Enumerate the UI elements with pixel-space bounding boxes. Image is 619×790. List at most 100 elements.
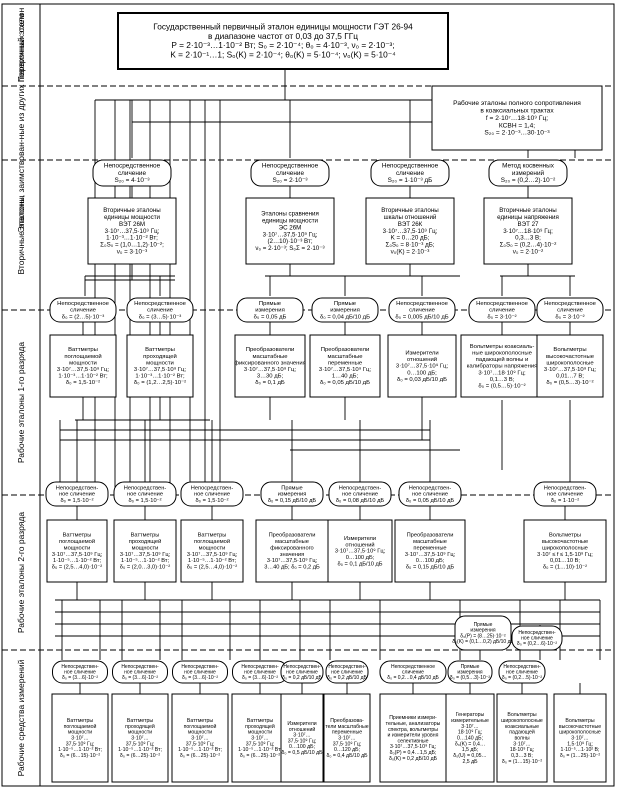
instr-method-7-line: измерения — [457, 669, 482, 675]
secondary-standard-2-line: Вторичные эталоны — [381, 207, 439, 214]
instr-box-5-line: δ₀ = 0,4 дБ/10 дБ — [326, 753, 368, 759]
section-label-instr: Рабочие средства измерений — [16, 659, 26, 776]
instr-method-3-line: ное сличение — [244, 669, 276, 675]
work2-method-1-line: Непосредствен- — [124, 485, 167, 491]
instr-box-2-line: поглощаемой — [184, 723, 217, 730]
instr-method-7-line: δ₀ = (0,5…3)·10⁻² — [450, 675, 490, 681]
work2-method-0-line: Непосредствен- — [56, 485, 99, 491]
instr-box-3-line: 3·10⁷… — [251, 736, 268, 742]
instr-box-2-line: 3·10⁷… — [191, 736, 208, 742]
work2-standard-5: Преобразователимасштабныепеременные3·10⁷… — [394, 519, 466, 583]
secondary-standard-3-frame — [483, 197, 573, 265]
section-label-work1: Рабочие эталоны 1-го разряда — [16, 342, 26, 463]
work2-standard-5-line: переменные — [413, 545, 446, 551]
instr-box-8-line: Вольтметры — [507, 712, 536, 718]
instr-box-8-line: падающей — [509, 729, 535, 736]
secondary-method-2-frame — [370, 159, 450, 187]
instr-box-5: Преобразова-тели масштабныепеременные3·1… — [323, 693, 371, 783]
work2-standard-4-line: 0…100 дБ; — [346, 555, 375, 561]
secondary-method-2-line: Непосредственное — [382, 163, 439, 170]
secondary-method-0-frame — [92, 159, 172, 187]
secondary-method-3-frame — [488, 159, 568, 187]
work2-method-3-line: δ₀ = 0,15 дБ/10 дБ — [268, 498, 317, 504]
secondary-standard-3-line: Σ₀S₀ = (0,2…4)·10⁻² — [500, 242, 557, 249]
work2-method-2-line: ное сличение — [194, 492, 230, 498]
instr-method-4-line: δ₀ = 0,2 дБ/10 дБ — [282, 675, 322, 681]
work1-standard-5: Вольтметры коаксиаль-ные широкополосныеп… — [460, 334, 544, 398]
derived-standard-box-line: S₂₀ = 2·10⁻³…30·10⁻³ — [484, 130, 550, 137]
work2-standard-2-line: Ваттметры — [198, 533, 227, 539]
secondary-method-3-line: измерений — [512, 169, 545, 177]
work1-standard-6: Вольтметрывысокочастотныеширокополосные3… — [536, 334, 604, 398]
instr-method-1-frame — [112, 660, 168, 684]
instr-box-6-line: селективные — [397, 738, 428, 744]
instr-box-6-line: тельные, анализаторы — [386, 721, 441, 727]
instr-method-5-frame — [325, 660, 369, 684]
work1-method-6-line: δ₀ = 3·10⁻² — [555, 314, 584, 320]
instr-method-7-frame — [447, 660, 493, 684]
work1-standard-0-frame — [49, 334, 117, 398]
work1-standard-0-line: Ваттметры — [68, 347, 98, 353]
work1-standard-5-frame — [460, 334, 544, 398]
section-label-primary: Первичный эталон — [16, 8, 26, 83]
work1-standard-0: Ваттметрыпоглощаемоймощности3·10⁷…37,5·1… — [49, 334, 117, 398]
primary-standard-box-line: Государственный первичный эталон единицы… — [153, 21, 413, 31]
work1-standard-3-line: 3·10⁷…37,5·10⁹ Гц; — [319, 366, 372, 373]
work2-standard-4-line: отношений — [345, 541, 374, 548]
instr-box-6-line: δ₀(P) = 0,4…1,5 дБ; — [390, 750, 437, 756]
work2-method-6-line: ное сличение — [547, 492, 583, 498]
work1-standard-5-line: 3·10⁷…18·10⁹ Гц; — [478, 369, 526, 376]
instr-box-8-line: волны — [514, 736, 529, 742]
work1-method-1-line: Непосредственное — [134, 301, 187, 307]
instr-method-8-frame — [498, 660, 546, 684]
work2-standard-6-line: высокочастотные — [542, 539, 588, 545]
work1-method-1-line: δ₀ = (3…5)·10⁻³ — [139, 314, 181, 320]
instr-box-9-line: широкополосные — [559, 730, 601, 736]
secondary-standard-2-line: K = 0…20 дБ; — [391, 235, 430, 242]
work1-standard-3-line: переменные — [328, 360, 363, 366]
instr-box-8-line: δ₀ = (1…15)·10⁻² — [502, 759, 542, 765]
work1-standard-0-line: δ₀ = 1,5·10⁻² — [66, 380, 100, 386]
work1-standard-2-line: δ₀ = 0,1 дБ — [255, 380, 285, 386]
section-label-derived: Эталоны, заимствован-ные из других повер… — [16, 13, 26, 232]
work1-method-4-line: δ₀ = 0,005 дБ/10 дБ — [395, 314, 448, 320]
work1-method-0-frame — [49, 297, 117, 323]
work1-standard-4-line: отношений — [407, 356, 437, 363]
work1-standard-4-frame — [387, 334, 457, 398]
work1-standard-5-line: δ₀ = (0,5…5)·10⁻² — [478, 384, 525, 390]
instr-box-7-line: 2,5 дБ — [462, 759, 478, 765]
secondary-standard-1-line: единицы мощности — [262, 217, 319, 224]
secondary-method-1-line: S₂₀ = 2·10⁻³ — [273, 177, 308, 184]
work2-standard-0-line: Ваттметры — [63, 533, 92, 539]
work2-method-3-line: Прямые — [281, 485, 302, 491]
work2-method-0-frame — [45, 481, 109, 507]
instr-box-9-line: высокочастотные — [559, 724, 601, 730]
instr-box-8-line: 0,3…3 В; — [511, 753, 533, 759]
side-method-0-line: измерения — [470, 628, 495, 634]
work1-method-4-frame — [388, 297, 456, 323]
work1-standard-3-line: Преобразователи — [321, 347, 369, 353]
instr-box-2-frame — [171, 693, 229, 783]
instr-method-1-line: Непосредствен- — [121, 664, 159, 670]
work2-standard-2-line: δ₀ = (2,5…4,0)·10⁻² — [187, 565, 238, 571]
instr-box-2: Ваттметрыпоглощаемоймощности3·10⁷…37,5·1… — [171, 693, 229, 783]
work1-standard-2-line: масштабные — [252, 354, 288, 360]
instr-method-8-line: ное сличение — [506, 669, 538, 675]
instr-box-4-line: 3·10⁷… — [293, 733, 310, 739]
work2-method-4-line: Непосредствен- — [339, 485, 382, 491]
work1-standard-4-line: 3·10⁷…37,5·10⁹ Гц; — [396, 363, 449, 370]
work2-standard-5-frame — [394, 519, 466, 583]
instr-box-6-line: спектра, вольтметры — [388, 727, 438, 733]
instr-method-2-line: δ₀ = (3…6)·10⁻² — [182, 675, 218, 681]
work2-standard-3-line: фиксированного — [270, 545, 313, 551]
work2-standard-2-frame — [180, 519, 244, 583]
primary-standard-box: Государственный первичный эталон единицы… — [117, 12, 449, 70]
side-method-1-frame — [511, 625, 563, 651]
work1-standard-1-frame — [126, 334, 194, 398]
instr-box-9-line: δ₀ = (1…25)·10⁻² — [560, 753, 600, 759]
